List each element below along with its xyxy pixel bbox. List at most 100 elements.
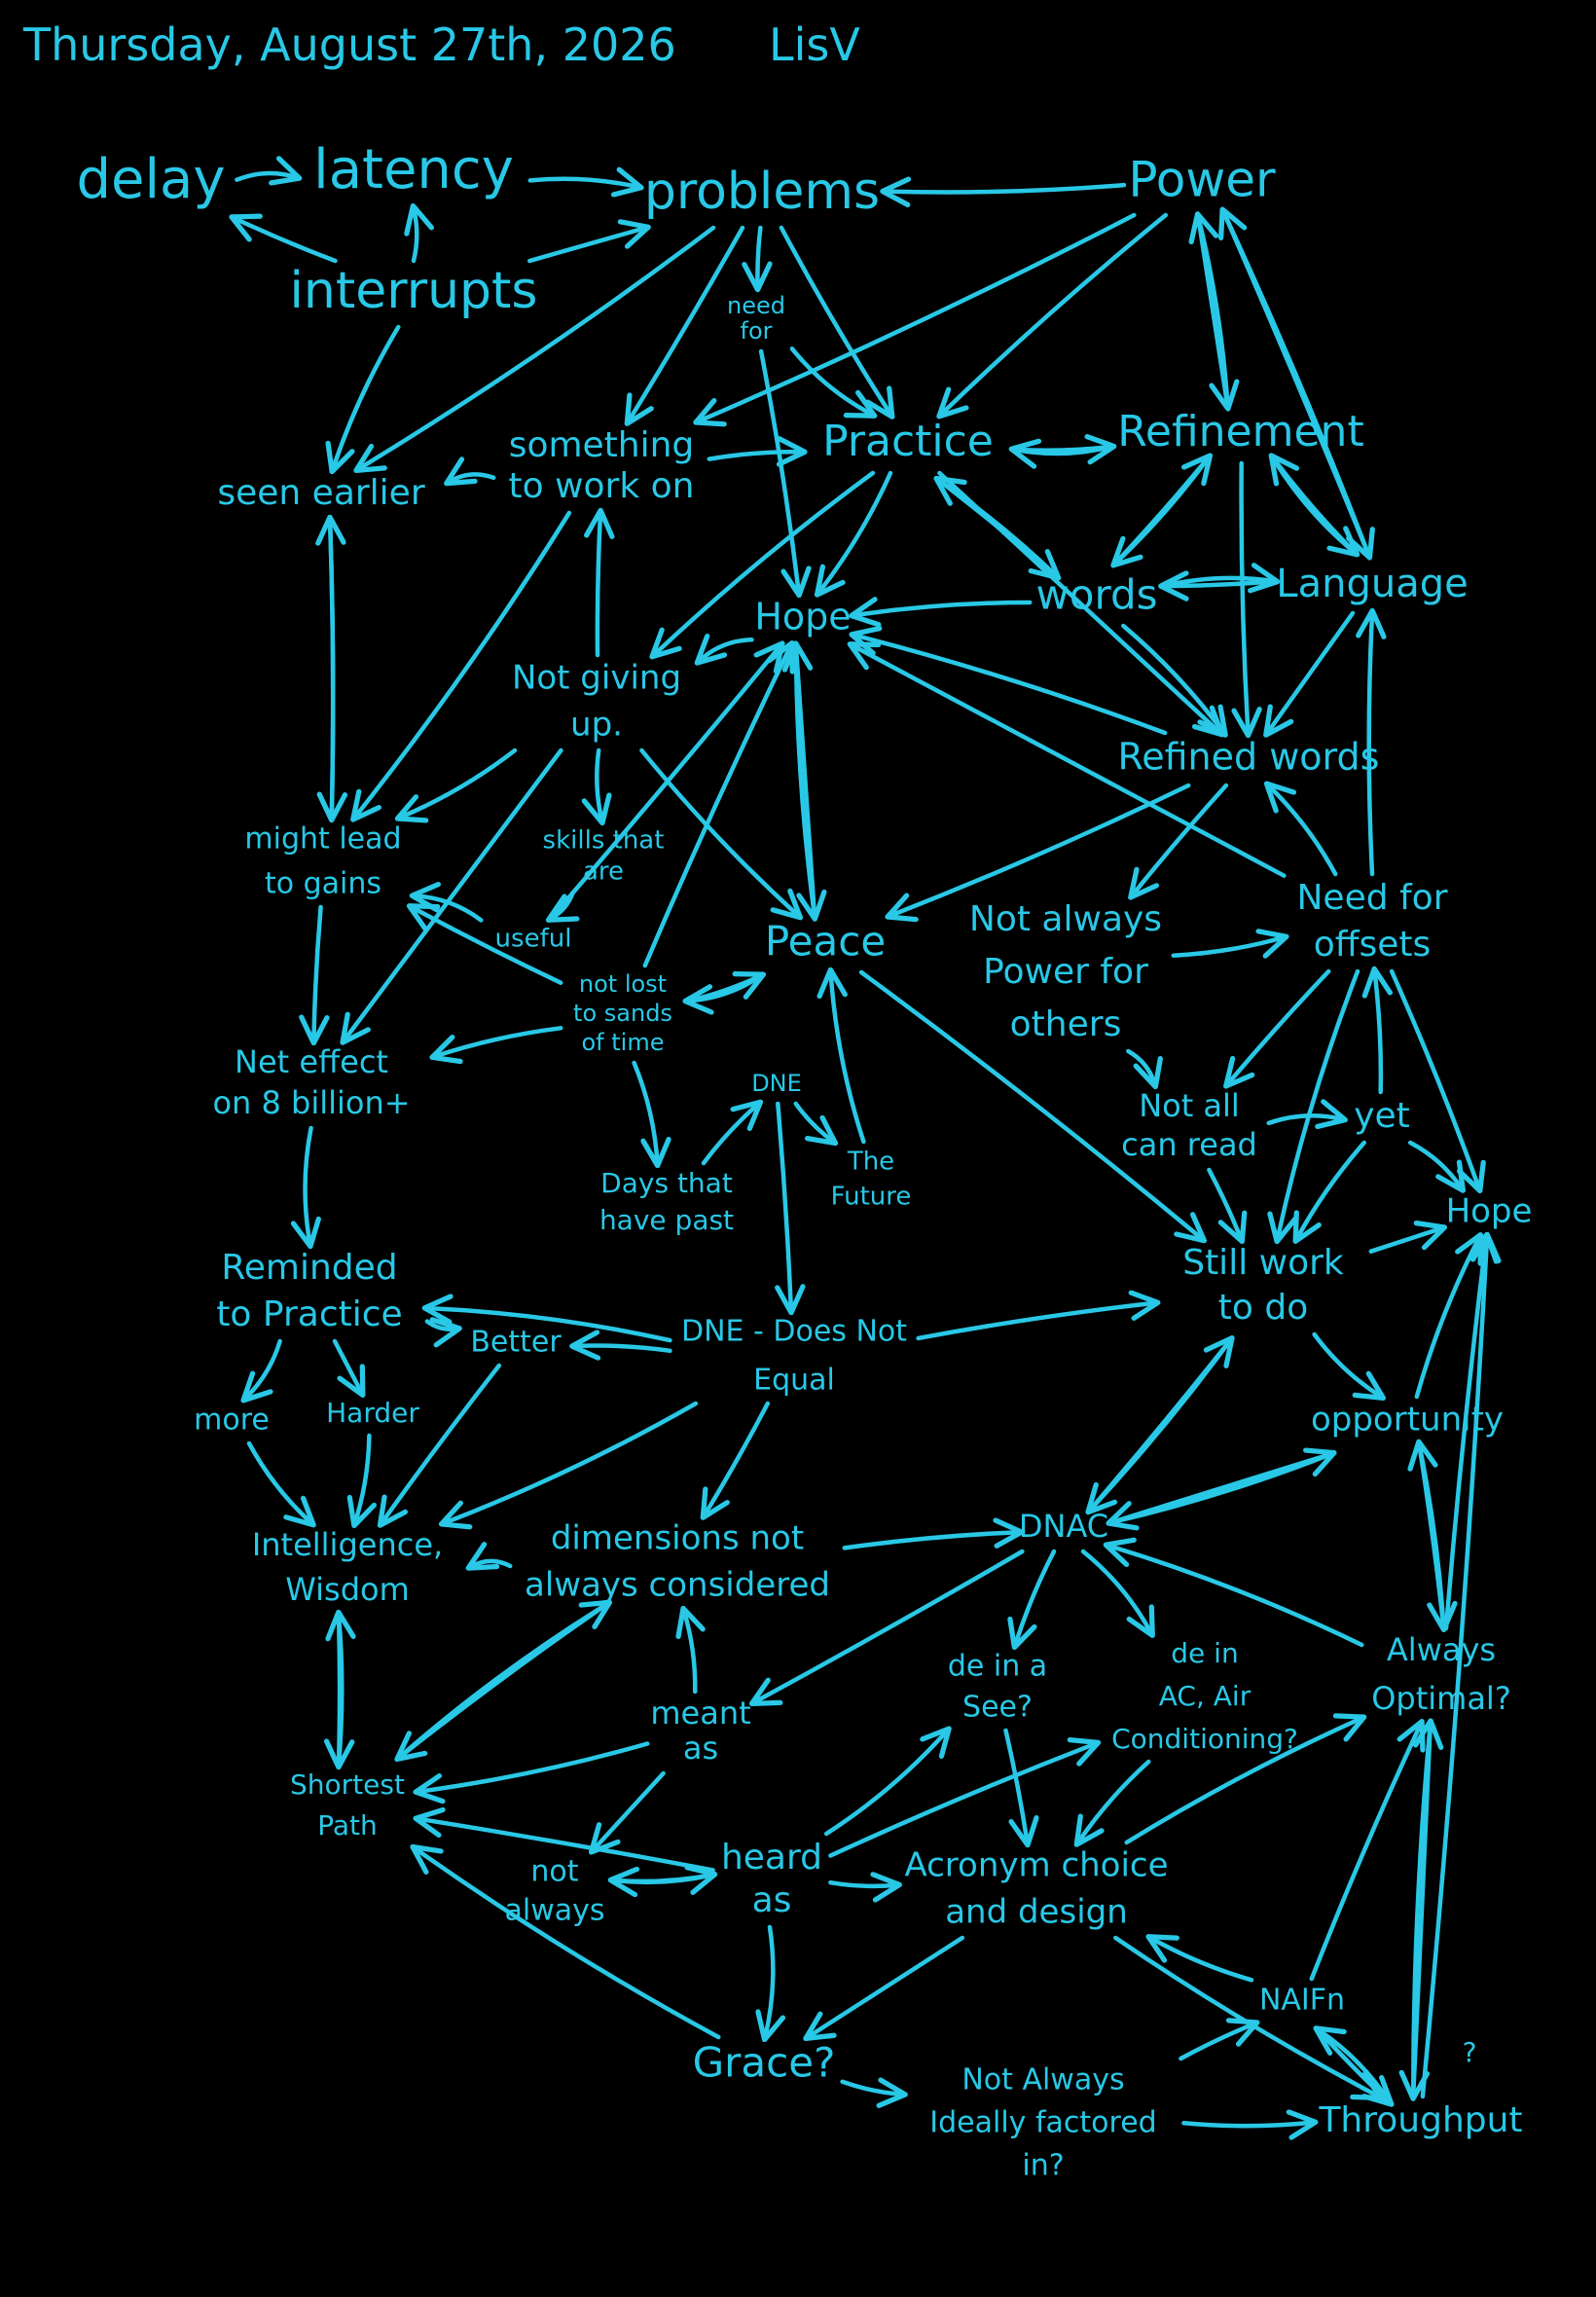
node-label: Path <box>317 1809 378 1841</box>
edge-not_all_read-to-still_work <box>1207 1167 1248 1245</box>
node-might-lead: might lead to gains <box>244 822 401 901</box>
edges <box>229 156 1502 2140</box>
edge-not_giving_up-to-skills <box>581 747 612 826</box>
edge-hope1-to-peace <box>793 643 827 922</box>
node-label: are <box>583 857 624 887</box>
edge-throughput-to-naifn <box>1313 2025 1393 2105</box>
edge-dnac-to-meant_as <box>748 1549 1025 1706</box>
edge-meant_as-to-dimensions <box>675 1605 706 1695</box>
node-label: to do <box>1218 1288 1308 1328</box>
node-label: something <box>509 425 695 465</box>
node-label: Not always <box>969 899 1162 939</box>
node-language: Language <box>1276 562 1468 606</box>
edge-meant_as-to-not_always <box>588 1770 666 1855</box>
edge-heard_as-to-acronym <box>828 1872 902 1903</box>
node-label: problems <box>644 163 880 221</box>
edge-might_lead-to-seen_earlier <box>315 514 346 820</box>
node-practice: Practice <box>822 417 994 466</box>
node-label: opportunity <box>1311 1401 1504 1440</box>
edge-heard_as-to-not_always <box>607 1866 715 1898</box>
edge-problems-to-practice <box>779 225 895 419</box>
node-label: might lead <box>244 822 401 857</box>
edge-dne_equal-to-reminded <box>421 1294 672 1343</box>
node-label: latency <box>313 138 514 201</box>
node-label: DNE <box>751 1070 802 1097</box>
node-label: Acronym choice <box>904 1846 1168 1885</box>
edge-hope1-to-not_giving_up <box>694 634 754 666</box>
edge-not_always_ideally-to-naifn <box>1179 2018 1260 2061</box>
node-label: dimensions not <box>551 1519 804 1558</box>
node-label: to work on <box>509 466 695 506</box>
node-label: Hope <box>754 596 851 638</box>
edge-need_offsets-to-hope1 <box>847 641 1287 878</box>
node-label: Grace? <box>693 2039 836 2087</box>
edge-dne_equal-to-better <box>569 1330 672 1361</box>
node-label: meant <box>650 1695 750 1732</box>
node-label: de in <box>1171 1637 1238 1669</box>
edge-problems-to-something <box>624 225 745 426</box>
node-latency: latency <box>313 138 514 201</box>
edge-yet-to-need_offsets <box>1361 966 1393 1095</box>
node-more: more <box>194 1404 270 1438</box>
edge-days_past-to-dne_top <box>701 1099 764 1166</box>
node-label: The <box>847 1148 894 1177</box>
node-label: useful <box>495 925 572 954</box>
node-intelligence: Intelligence,Wisdom <box>252 1526 443 1608</box>
edge-power-to-something <box>693 212 1137 427</box>
edge-always_optimal-to-throughput <box>1398 1721 1433 2101</box>
edge-language-to-refinement <box>1268 453 1358 556</box>
node-dnac: DNAC <box>1019 1508 1108 1545</box>
node-better: Better <box>470 1326 562 1360</box>
edge-de_see-to-acronym <box>1003 1728 1039 1848</box>
edge-de_ac-to-acronym <box>1073 1759 1151 1847</box>
node-label: always <box>504 1894 604 1928</box>
edge-need_offsets-to-refined_words <box>1263 781 1338 877</box>
node-hope1: Hope <box>754 596 851 638</box>
edge-something-to-might_lead <box>350 510 572 822</box>
node-q-mark: ? <box>1463 2036 1477 2068</box>
edge-peace-to-still_work <box>858 969 1208 1244</box>
edge-always_optimal-to-hope2 <box>1443 1231 1500 1631</box>
node-label: Refinement <box>1117 407 1363 456</box>
edge-harder-to-intelligence <box>346 1433 377 1529</box>
edge-need_offsets-to-not_all_read <box>1223 968 1331 1089</box>
edge-need_offsets-to-still_work <box>1267 968 1360 1245</box>
edge-not_giving_up-to-might_lead <box>394 747 518 823</box>
edge-shortest_path-to-intelligence <box>325 1609 356 1768</box>
node-label: yet <box>1354 1096 1410 1136</box>
node-opportunity: opportunity <box>1311 1401 1504 1440</box>
edge-reminded-to-more <box>240 1338 282 1404</box>
node-label: Not Always <box>961 2063 1124 2097</box>
node-interrupts: interrupts <box>289 262 537 320</box>
edge-practice-to-hope1 <box>814 470 893 598</box>
node-label: DNAC <box>1019 1508 1108 1545</box>
node-throughput: Throughput <box>1318 2100 1522 2140</box>
edge-reminded-to-harder <box>332 1338 366 1398</box>
node-peace: Peace <box>765 918 886 966</box>
edge-interrupts-to-delay <box>229 213 338 264</box>
node-label: to gains <box>265 867 381 901</box>
node-label: See? <box>962 1691 1033 1725</box>
edge-refined_words-to-not_always_power <box>1128 783 1229 900</box>
edge-useful-to-might_lead <box>409 881 484 923</box>
node-label: Ideally factored <box>929 2106 1156 2140</box>
node-label: to Practice <box>216 1294 402 1334</box>
edge-more-to-intelligence <box>246 1440 316 1528</box>
edge-interrupts-to-seen_earlier <box>325 324 401 475</box>
edge-refinement-to-refined_words <box>1231 460 1262 739</box>
node-delay: delay <box>76 148 225 211</box>
node-power: Power <box>1128 152 1276 208</box>
node-label: Power <box>1128 152 1276 208</box>
node-label: NAIFn <box>1259 1984 1345 2018</box>
